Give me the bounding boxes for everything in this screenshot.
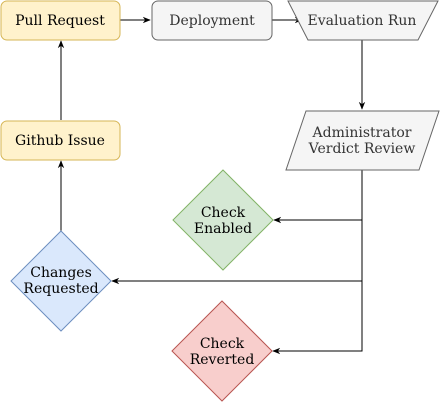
edges: [57, 16, 366, 355]
node-pull-request-label: Pull Request: [15, 13, 105, 29]
node-evaluation-run[interactable]: Evaluation Run: [287, 0, 439, 41]
node-check-enabled-line2: Enabled: [194, 221, 252, 237]
node-check-reverted-shape: [171, 300, 273, 402]
node-check-reverted[interactable]: Check Reverted: [171, 300, 273, 402]
node-check-reverted-line2: Reverted: [190, 352, 255, 368]
node-evaluation-run-shape: [287, 0, 439, 41]
node-check-enabled-line1: Check: [201, 205, 246, 221]
node-administrator-verdict-review[interactable]: Administrator Verdict Review: [285, 110, 440, 171]
node-pull-request[interactable]: Pull Request: [0, 0, 121, 41]
node-github-issue-label: Github Issue: [15, 133, 105, 149]
node-administrator-verdict-review-line2: Verdict Review: [308, 141, 416, 157]
node-github-issue[interactable]: Github Issue: [0, 120, 121, 161]
node-changes-requested-line2: Requested: [23, 281, 98, 297]
node-check-enabled[interactable]: Check Enabled: [172, 169, 274, 271]
node-deployment-shape: [151, 0, 273, 41]
node-check-reverted-line1: Check: [200, 336, 245, 352]
edge-verdict-review-to-check-reverted: [272, 281, 363, 355]
node-changes-requested[interactable]: Changes Requested: [10, 230, 112, 332]
node-changes-requested-line1: Changes: [30, 265, 92, 281]
node-changes-requested-shape: [10, 230, 112, 332]
node-deployment[interactable]: Deployment: [151, 0, 273, 41]
node-evaluation-run-label: Evaluation Run: [308, 13, 417, 29]
node-deployment-label: Deployment: [169, 13, 255, 29]
node-administrator-verdict-review-shape: [285, 110, 440, 171]
node-check-enabled-shape: [172, 169, 274, 271]
node-pull-request-shape: [0, 0, 121, 41]
node-github-issue-shape: [0, 120, 121, 161]
node-administrator-verdict-review-line1: Administrator: [312, 125, 412, 141]
edge-verdict-review-to-check-enabled: [273, 170, 363, 224]
